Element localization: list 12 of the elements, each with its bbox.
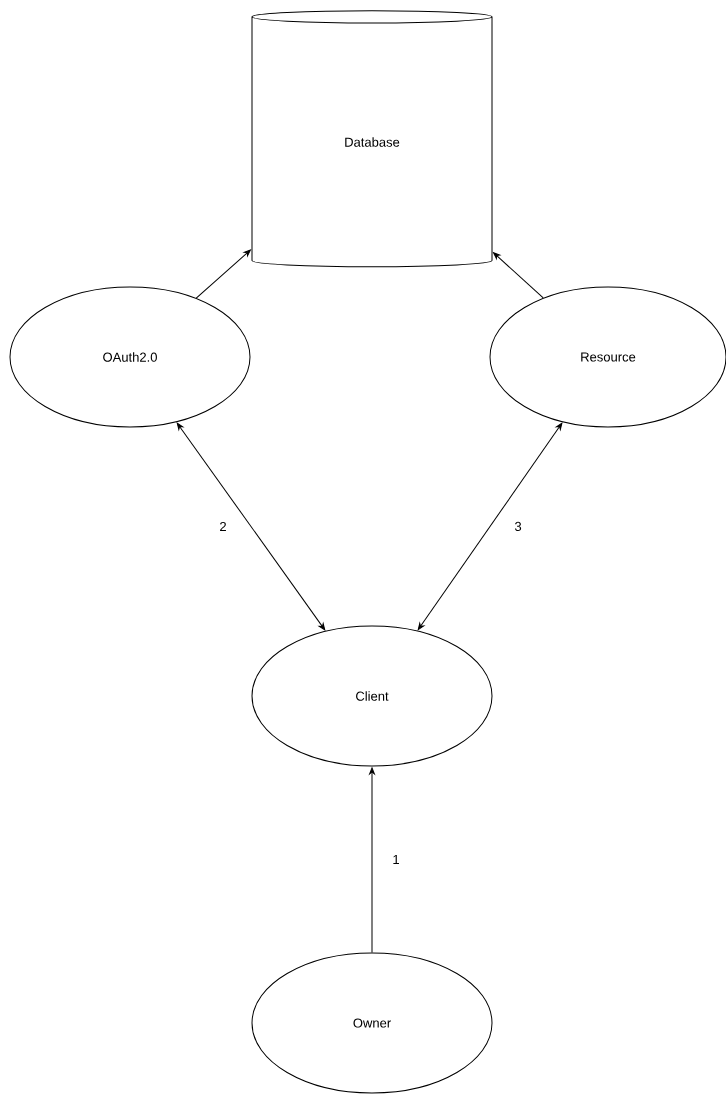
arrow [417, 422, 563, 631]
arrow [369, 767, 375, 953]
edge-label: 3 [514, 521, 522, 532]
ellipse-node: Client [251, 625, 493, 767]
arrow [195, 249, 251, 299]
database-cylinder: Database [251, 10, 493, 268]
ellipse-node: OAuth2.0 [9, 286, 251, 428]
edge-label: 2 [220, 521, 226, 532]
arrow [493, 252, 544, 299]
ellipse-node: Owner [251, 952, 493, 1094]
arrow [176, 422, 326, 631]
edge-label: 1 [393, 855, 399, 864]
